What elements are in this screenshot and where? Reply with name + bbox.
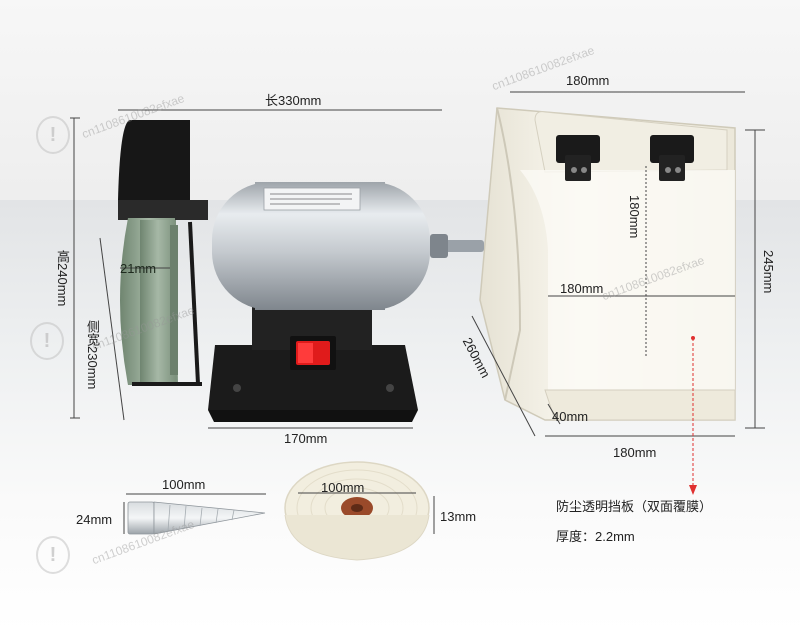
power-switch <box>290 336 336 370</box>
leader-arrow <box>689 485 697 495</box>
shield-height-label: 180mm <box>627 195 642 239</box>
warning-shield-icon: ! <box>30 322 64 360</box>
cone-dimension-lines <box>123 493 266 534</box>
leader-dot <box>691 336 695 340</box>
height-label: 高240mm <box>55 250 70 307</box>
shield-bottom-width-label: 180mm <box>613 445 657 460</box>
shield-total-height-label: 245mm <box>761 250 776 294</box>
polishing-buff <box>284 461 430 561</box>
shield-top-width-label: 180mm <box>566 73 610 88</box>
cone-spindle <box>127 501 266 535</box>
buff-thickness-label: 13mm <box>440 509 477 524</box>
shield-caption-thickness: 厚度：2.2mm <box>556 529 635 544</box>
shield-dimension-lines <box>471 91 765 437</box>
wheel-width-label: 21mm <box>120 261 157 276</box>
buff-diameter-label: 100mm <box>321 480 365 495</box>
shield-caption-title: 防尘透明挡板（双面覆膜） <box>556 499 713 514</box>
buff-dimension-lines <box>298 492 435 534</box>
base-width-label: 170mm <box>284 431 328 446</box>
warning-shield-icon: ! <box>36 116 70 154</box>
length-label: 长330mm <box>265 93 322 108</box>
motor-housing <box>212 182 484 310</box>
wheel-support-frame <box>132 221 202 386</box>
hinge-right <box>650 135 694 181</box>
side-width-label: 侧宽230mm <box>85 320 100 390</box>
shield-inner-width-label: 180mm <box>560 281 604 296</box>
grinding-wheel <box>120 218 178 385</box>
grinding-wheel-guard <box>118 120 208 220</box>
cone-length-label: 100mm <box>162 477 206 492</box>
cone-diameter-label: 24mm <box>76 512 113 527</box>
hinge-left <box>556 135 600 181</box>
grinder-dimension-lines <box>70 109 442 429</box>
warning-shield-icon: ! <box>36 536 70 574</box>
shield-lip-label: 40mm <box>552 409 589 424</box>
